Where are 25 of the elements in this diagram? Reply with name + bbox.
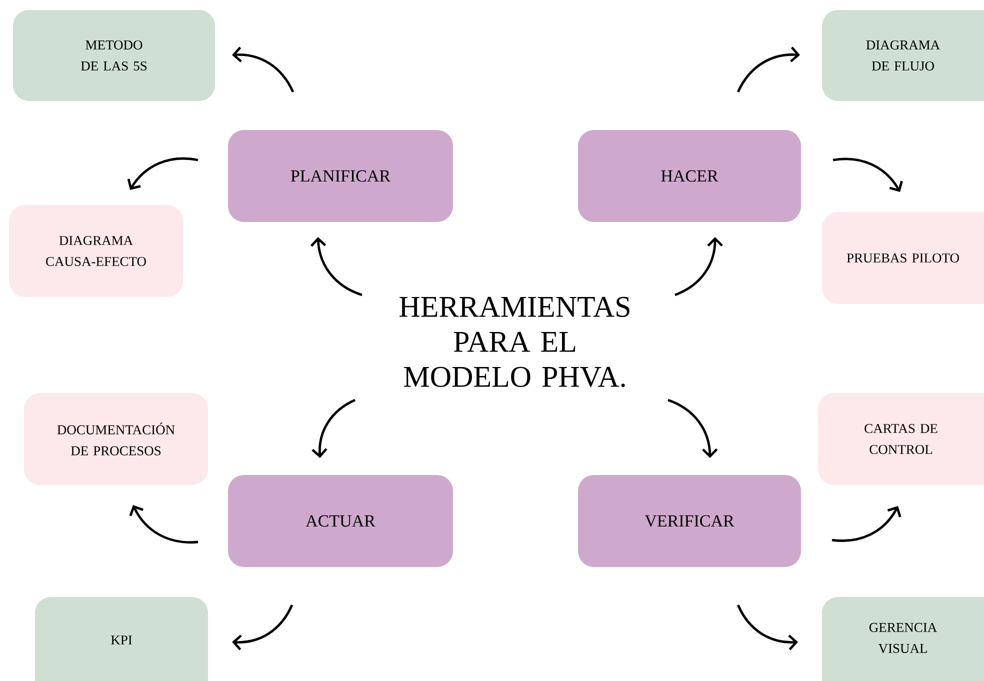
tool-box: GERENCIA VISUAL [822,597,984,681]
arrow [127,157,198,190]
arrow [832,506,902,542]
arrow [736,604,798,650]
arrow [310,237,362,296]
arrow [232,604,294,650]
tool-box: CARTAS DE CONTROL [818,393,984,485]
tool-box: DOCUMENTACIÓN DE PROCESOS [24,393,208,485]
central-title: HERRAMIENTAS PARA EL MODELO PHVA. [400,296,630,388]
arrow [668,398,718,458]
arrow [832,158,903,192]
phase-box: HACER [578,130,801,222]
phase-box: PLANIFICAR [228,130,453,222]
tool-box: DIAGRAMA CAUSA-EFECTO [9,205,183,297]
arrow [129,505,198,544]
tool-box: KPI [35,597,208,681]
arrow [312,398,356,458]
phase-box: ACTUAR [228,475,453,567]
arrow [674,237,723,296]
phase-box: VERIFICAR [578,475,801,567]
tool-box: PRUEBAS PILOTO [822,212,984,304]
arrow [736,46,800,93]
arrow [232,46,294,93]
tool-box: DIAGRAMA DE FLUJO [822,10,984,101]
tool-box: METODO DE LAS 5S [13,10,215,101]
